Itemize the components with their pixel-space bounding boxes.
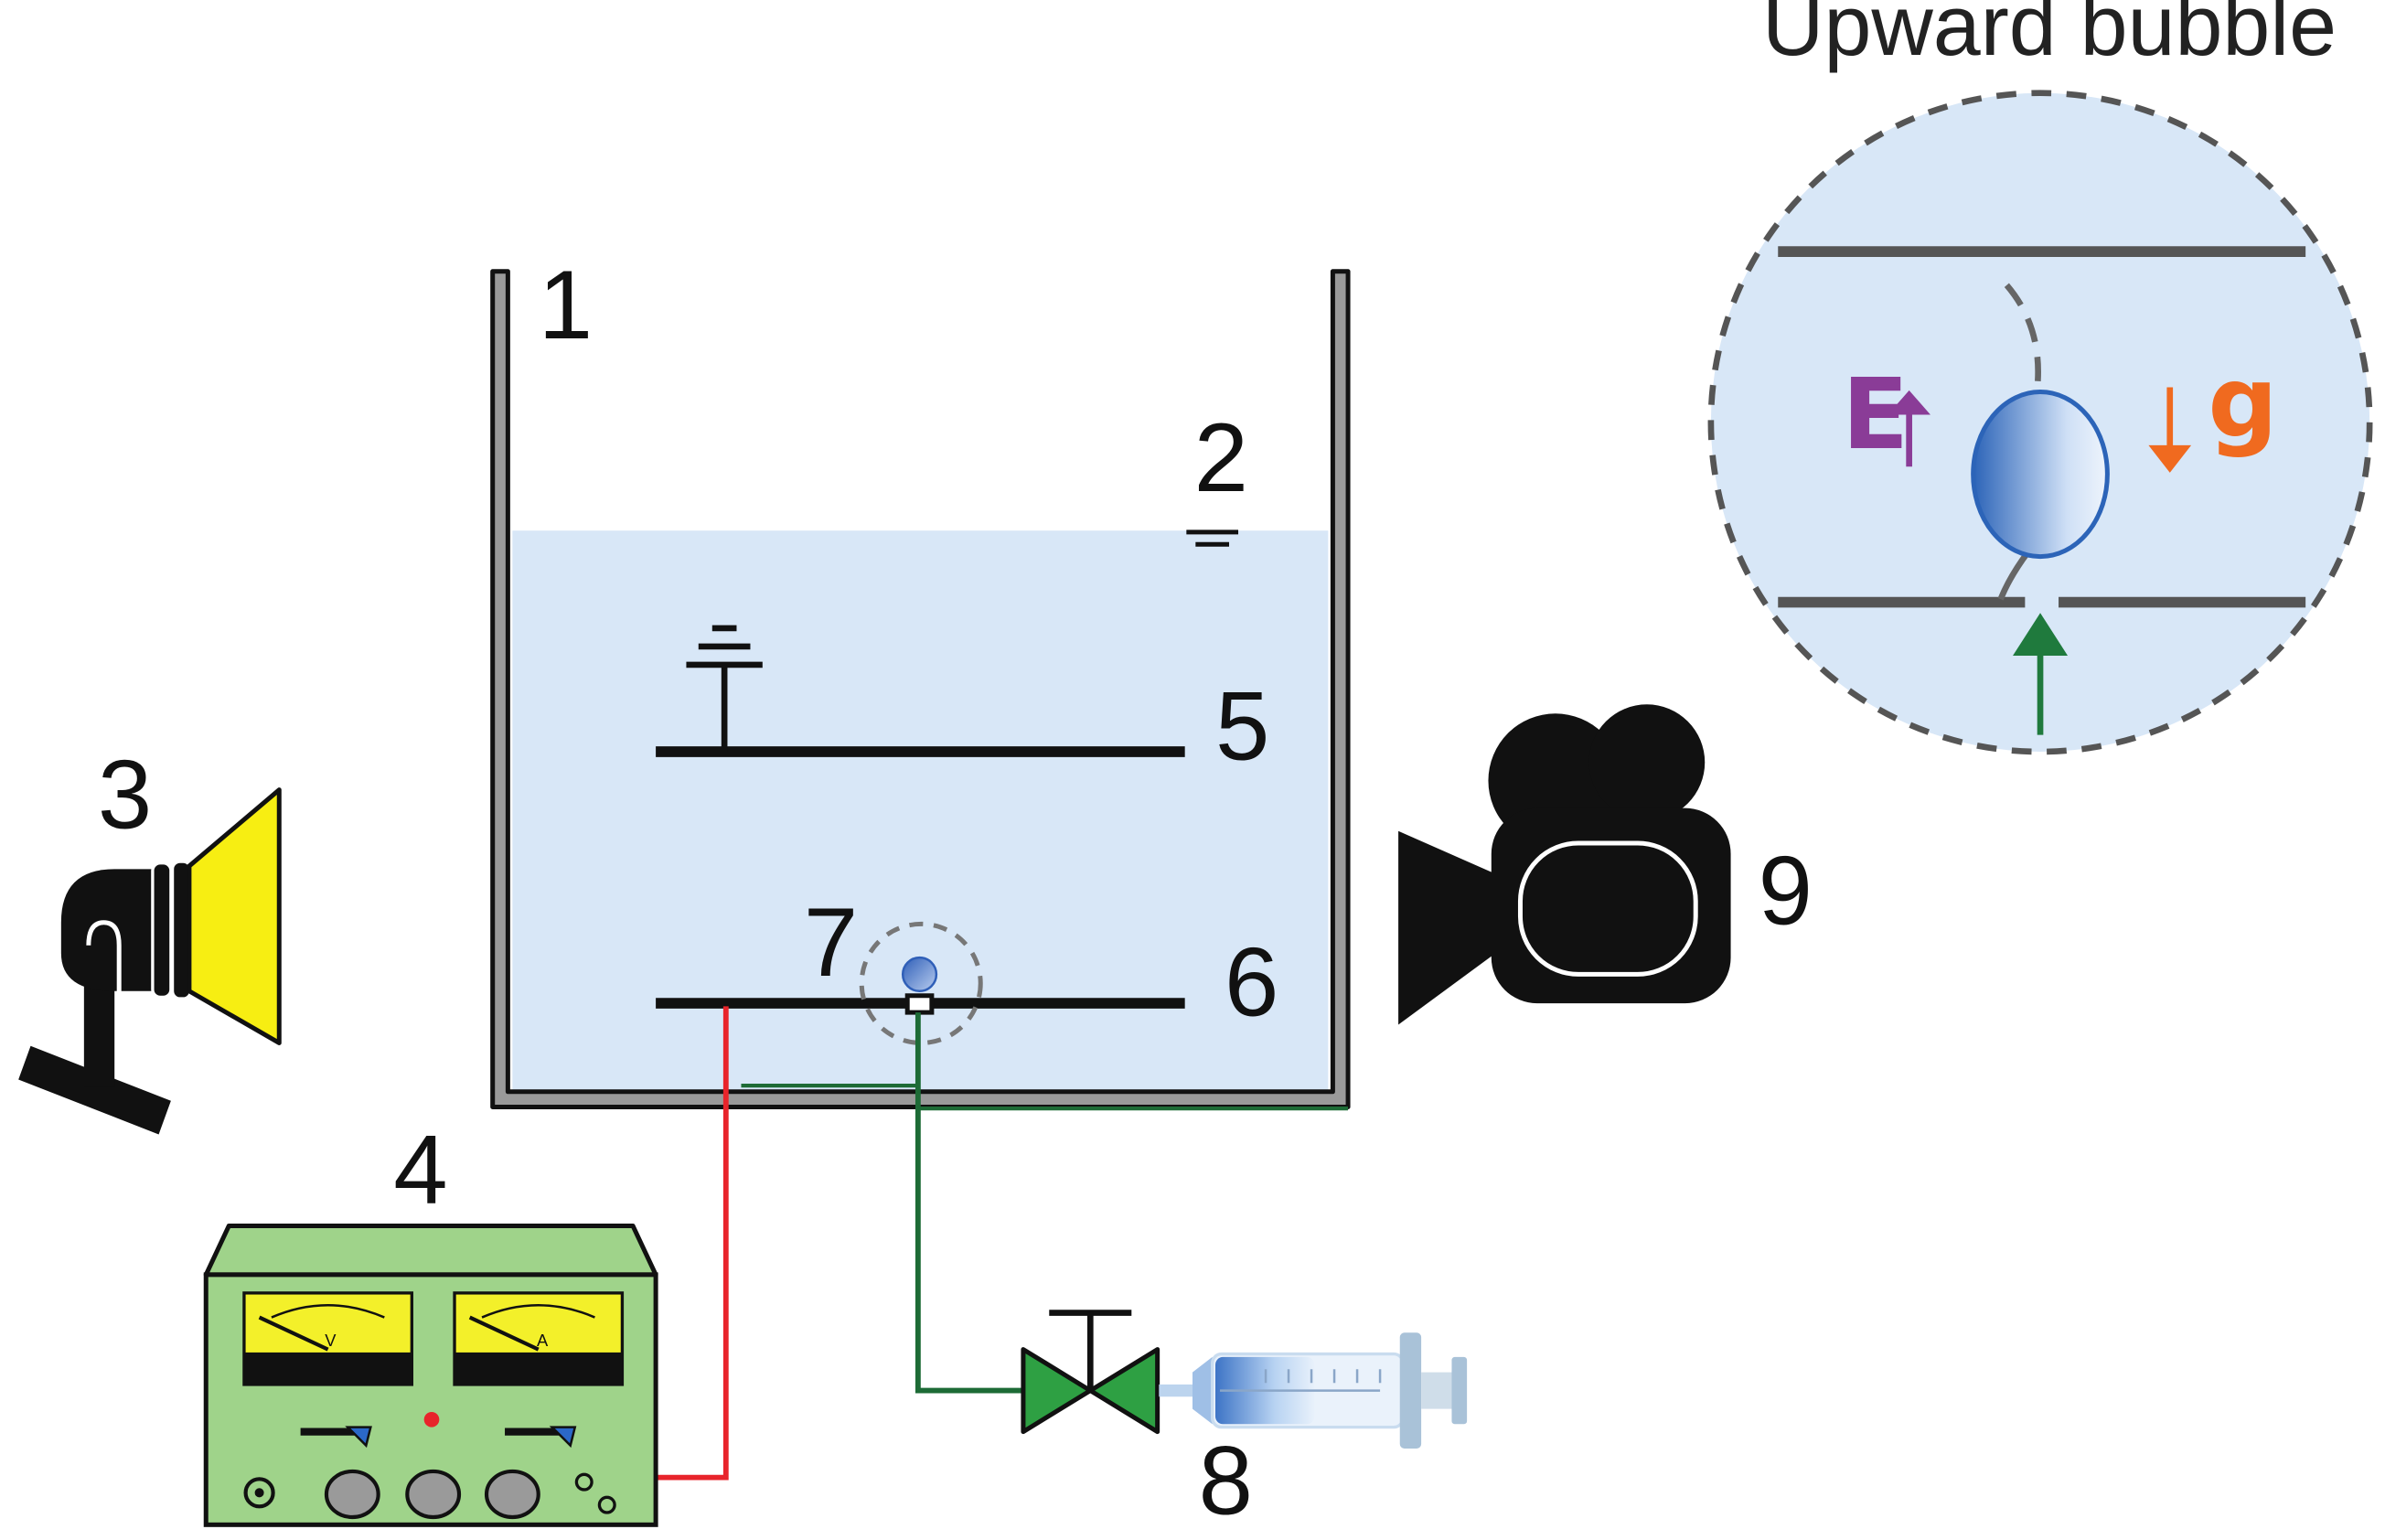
label-lower-electrode: 6 bbox=[1225, 926, 1278, 1036]
label-power-supply: 4 bbox=[393, 1115, 447, 1225]
field-label: E bbox=[1842, 358, 1909, 472]
knob-icons bbox=[243, 1469, 616, 1520]
inflow-arrow-icon bbox=[2013, 613, 2069, 735]
label-camera: 9 bbox=[1759, 835, 1813, 945]
gravity-arrow-icon bbox=[2148, 387, 2192, 473]
voltmeter-label: V bbox=[325, 1331, 337, 1350]
ammeter-label: A bbox=[537, 1331, 549, 1350]
camera-icon bbox=[1398, 704, 1731, 1025]
voltmeter-icon: V bbox=[242, 1291, 413, 1386]
syringe-icon bbox=[1159, 1332, 1468, 1449]
liquid-level-symbol bbox=[1186, 529, 1239, 547]
lamp-base bbox=[18, 1045, 171, 1135]
inset-upward-bubble: E g bbox=[1707, 90, 2373, 755]
field-arrow-icon bbox=[1888, 390, 1930, 467]
green-gas-line-inner bbox=[741, 1031, 920, 1088]
label-liquid-level: 2 bbox=[1194, 402, 1248, 512]
indicator-led bbox=[423, 1411, 440, 1428]
inset-title: Upward bubble bbox=[1762, 0, 2337, 73]
lamp-reflector bbox=[187, 787, 282, 1045]
inset-bubble bbox=[1971, 390, 2110, 560]
power-supply: V A bbox=[203, 1224, 658, 1527]
green-gas-line bbox=[914, 1012, 1022, 1394]
red-wire bbox=[629, 1006, 729, 1481]
ammeter-icon: A bbox=[453, 1291, 625, 1386]
upper-electrode bbox=[656, 625, 1185, 757]
lamp-icon bbox=[18, 787, 282, 1135]
small-bubble bbox=[901, 956, 938, 993]
label-tank: 1 bbox=[539, 250, 593, 359]
switch-icon bbox=[300, 1426, 577, 1449]
gravity-label: g bbox=[2208, 347, 2277, 460]
valve-icon bbox=[1021, 1310, 1160, 1435]
label-upper-electrode: 5 bbox=[1215, 670, 1269, 780]
tank-wall bbox=[490, 269, 1351, 1109]
label-valve-syringe: 8 bbox=[1199, 1426, 1253, 1535]
label-lamp: 3 bbox=[98, 739, 152, 849]
ground-icon bbox=[686, 625, 763, 668]
bubble-7 bbox=[859, 921, 983, 1045]
label-bubble: 7 bbox=[804, 887, 858, 997]
